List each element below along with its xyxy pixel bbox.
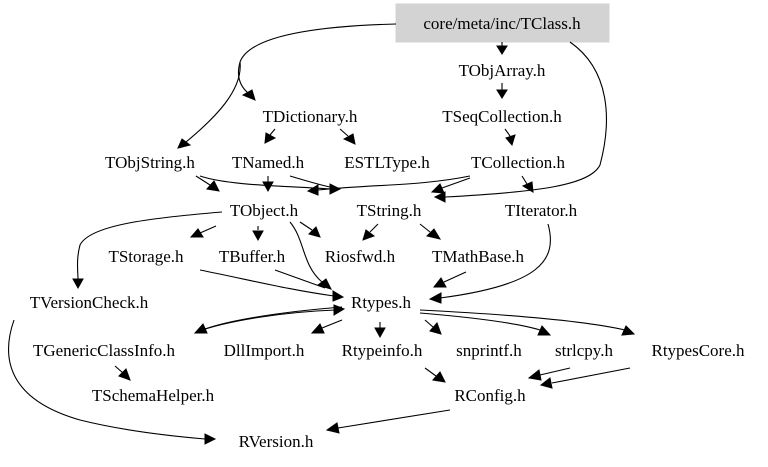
edge-rtypes-dllimport	[321, 319, 343, 329]
node-estltype[interactable]: ESTLType.h	[344, 153, 430, 172]
edge-tcollection-titerator	[521, 175, 528, 185]
edge-tnamed-tstring	[289, 175, 331, 188]
node-tmathbase[interactable]: TMathBase.h	[432, 247, 525, 266]
node-tschemahelper[interactable]: TSchemaHelper.h	[92, 386, 215, 405]
node-rtypes[interactable]: Rtypes.h	[351, 293, 411, 312]
edge-tmathbase-rtypes	[443, 271, 467, 283]
edge-tobject-riosfwd	[299, 221, 313, 231]
edge-tstorage-rtypes	[199, 269, 335, 297]
node-riosfwd[interactable]: Riosfwd.h	[325, 247, 396, 266]
node-tstorage[interactable]: TStorage.h	[108, 247, 184, 266]
edge-junction-tobjstring	[185, 61, 241, 143]
node-tobjarray[interactable]: TObjArray.h	[459, 61, 546, 80]
nodes: core/meta/inc/TClass.h TObjArray.h TDict…	[30, 14, 745, 451]
edge-tversioncheck-rversion	[8, 319, 206, 440]
edge-tgenericclassinfo-rtypes	[195, 309, 336, 333]
root-node-box[interactable]	[395, 3, 610, 43]
edge-tobject-rtypes	[289, 221, 323, 283]
edge-rconfig-rversion	[337, 409, 451, 429]
node-rtypeinfo[interactable]: Rtypeinfo.h	[342, 341, 423, 360]
edge-tseqcollection-tcollection	[504, 128, 511, 137]
node-tbuffer[interactable]: TBuffer.h	[219, 247, 286, 266]
node-rtypescore[interactable]: RtypesCore.h	[651, 341, 745, 360]
edge-rtypes-rtypescore	[419, 309, 626, 331]
edge-tbuffer-rtypes	[274, 269, 326, 289]
node-snprintf[interactable]: snprintf.h	[456, 341, 522, 360]
edge-tcollection-tstring	[441, 177, 471, 189]
node-tstring[interactable]: TString.h	[357, 201, 422, 220]
edge-rtypes-snprintf	[424, 319, 434, 328]
edge-junction-tdictionary	[237, 61, 249, 94]
node-tdictionary[interactable]: TDictionary.h	[263, 107, 358, 126]
node-tclass[interactable]: core/meta/inc/TClass.h	[423, 14, 581, 33]
node-tcollection[interactable]: TCollection.h	[471, 153, 565, 172]
edge-rtypes-strlcpy	[419, 312, 541, 331]
node-strlcpy[interactable]: strlcpy.h	[555, 341, 613, 360]
node-tnamed[interactable]: TNamed.h	[232, 153, 305, 172]
node-tversioncheck[interactable]: TVersionCheck.h	[30, 293, 149, 312]
edge-tdictionary-estltype	[339, 128, 349, 137]
edge-tdictionary-tnamed	[269, 128, 276, 136]
edge-tobject-tstorage	[199, 225, 217, 234]
node-tobject[interactable]: TObject.h	[230, 201, 299, 220]
node-tseqcollection[interactable]: TSeqCollection.h	[442, 107, 562, 126]
edge-tstring-riosfwd	[369, 223, 379, 233]
edge-tobjstring-tobject	[195, 175, 211, 186]
edge-tclass-tstring	[444, 41, 607, 198]
edge-tgenericclassinfo-tschemahelper	[114, 365, 124, 374]
node-tgenericclassinfo[interactable]: TGenericClassInfo.h	[33, 341, 176, 360]
edge-tstring-tmathbase	[419, 223, 431, 233]
edges	[8, 23, 636, 445]
edge-tobject-tversioncheck	[76, 211, 223, 280]
node-rconfig[interactable]: RConfig.h	[454, 386, 526, 405]
edge-rtypescore-rconfig	[551, 367, 631, 384]
edge-titerator-rtypes	[439, 223, 551, 299]
edge-rtypeinfo-rconfig	[424, 367, 437, 377]
node-tobjstring[interactable]: TObjString.h	[105, 153, 195, 172]
edge-tclass-junction	[239, 23, 397, 63]
node-rversion[interactable]: RVersion.h	[239, 432, 314, 451]
edge-tcollection-tobject	[317, 175, 471, 191]
edge-strlcpy-rconfig	[539, 367, 571, 376]
node-titerator[interactable]: TIterator.h	[505, 201, 578, 220]
node-dllimport[interactable]: DllImport.h	[224, 341, 305, 360]
